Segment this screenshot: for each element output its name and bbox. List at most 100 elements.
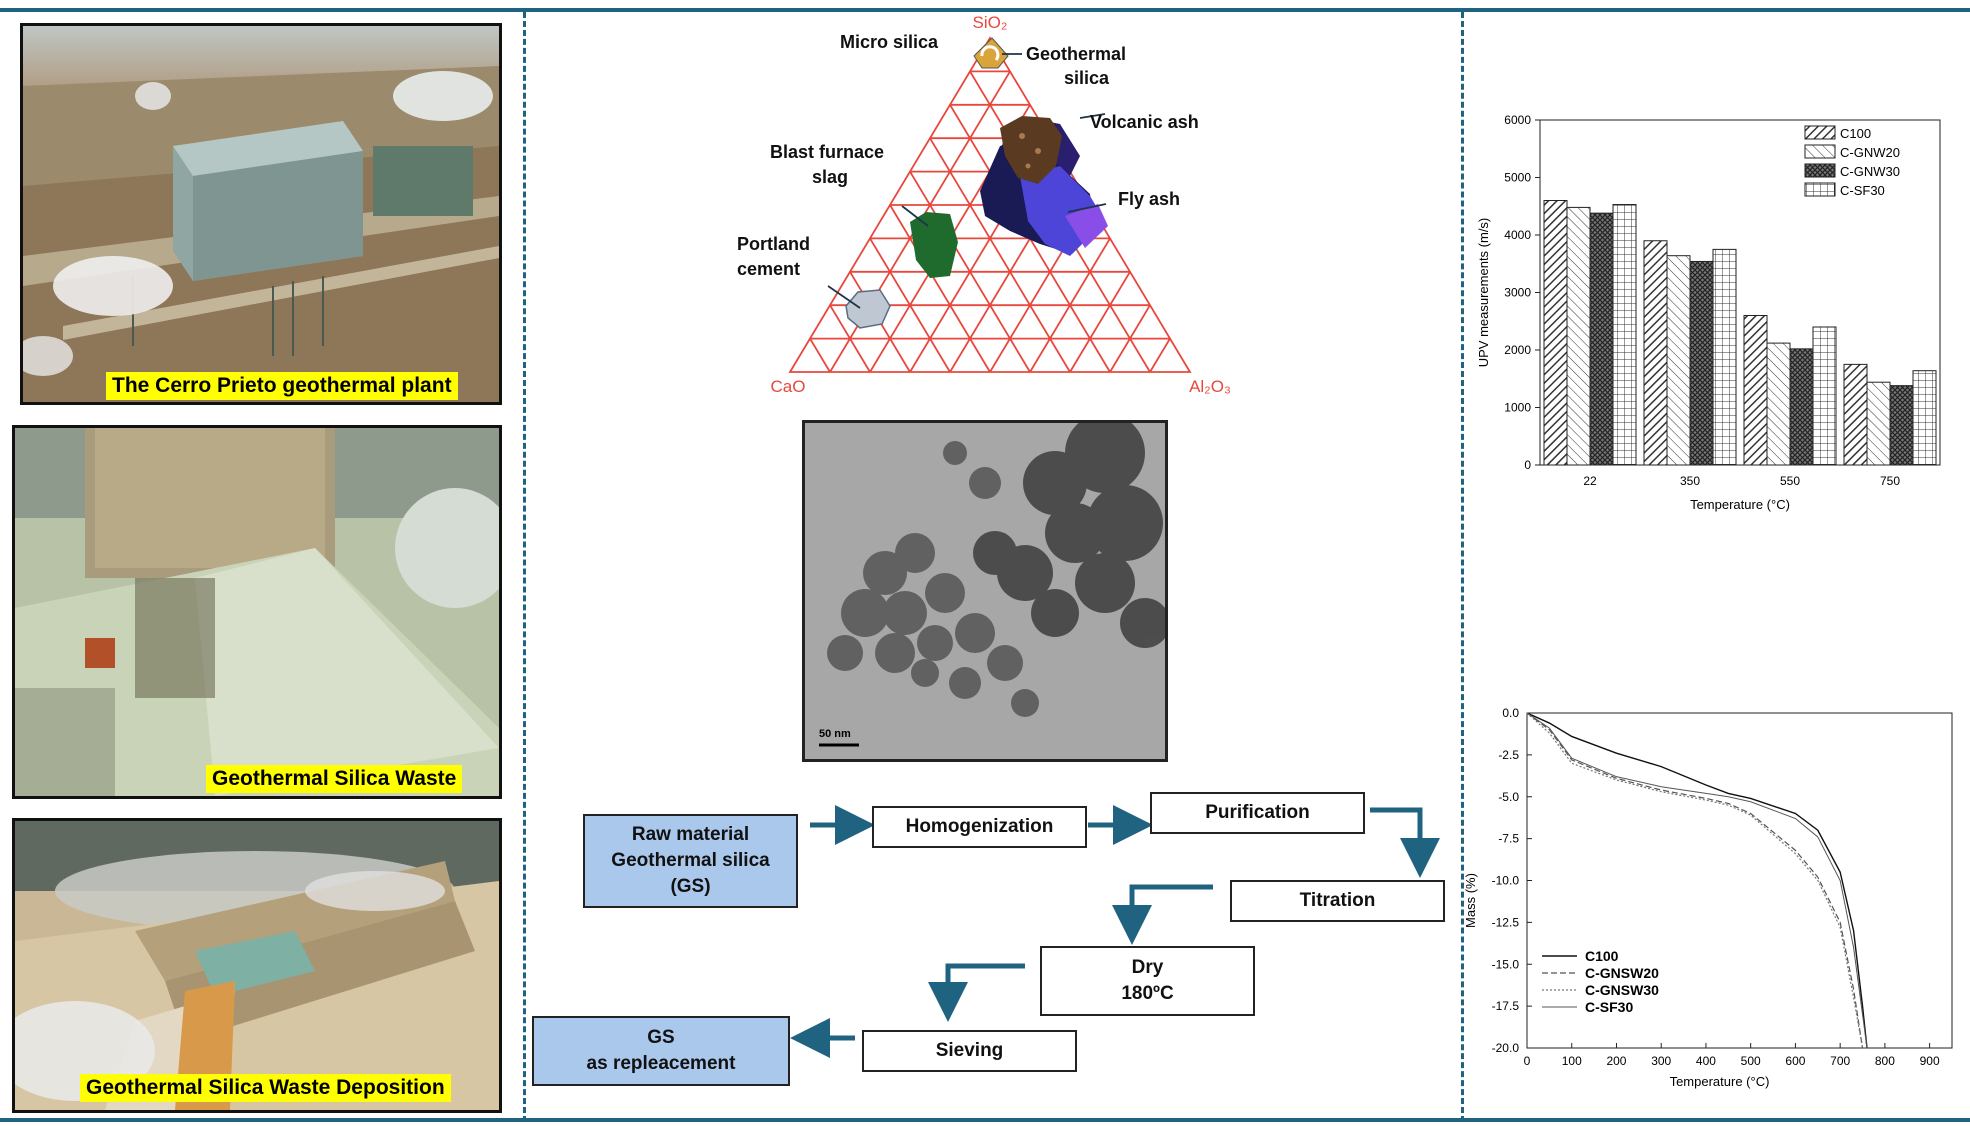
bar-legend-label: C-GNW20 [1840, 145, 1900, 160]
bar-legend-swatch [1804, 144, 1836, 159]
line-y-tick-label: -5.0 [1498, 790, 1519, 804]
process-arrows [790, 805, 1440, 1058]
line-series-c-gnsw30 [1526, 712, 1867, 1049]
line-series-c-sf30 [1526, 712, 1868, 1049]
line-y-tick-label: -15.0 [1492, 957, 1520, 971]
bar-legend-label: C-GNW30 [1840, 164, 1900, 179]
bar-c-sf30 [1712, 248, 1737, 466]
line-x-tick-label: 800 [1875, 1054, 1895, 1068]
gs-line1: GS [647, 1027, 675, 1048]
line-plot-area: 0.0 -2.5 -5.0 -7.5 -10.0 -12.5 -15.0 -17.5 -20.0… [1463, 706, 1953, 1089]
bar-legend-label: C-SF30 [1840, 183, 1885, 198]
line-x-tick-label: 400 [1696, 1054, 1716, 1068]
apex-al2o3-label: Al₂O₃ [1189, 377, 1231, 396]
cerro-prieto-plant-photo [20, 23, 502, 405]
line-legend-label: C-GNSW20 [1585, 965, 1659, 981]
bar-c-gnw20 [1866, 381, 1891, 466]
bar-legend-swatch [1804, 182, 1836, 197]
bar-c-sf30 [1912, 370, 1937, 466]
line-x-tick-label: 100 [1562, 1054, 1582, 1068]
ternary-diagram: SiO₂ CaO Al₂O₃ [771, 16, 1231, 396]
portland-label-line2: cement [737, 259, 801, 279]
blast-furnace-label-line1: Blast furnace [770, 142, 885, 162]
divider-left [523, 12, 526, 1122]
line-x-tick-label: 600 [1785, 1054, 1805, 1068]
geothermal-silica-blob [973, 37, 1009, 69]
divider-right [1461, 12, 1464, 1122]
dry-line2: 180ºC [1121, 983, 1174, 1004]
bar-y-tick-label: 2000 [1504, 343, 1531, 357]
volcanic-ash-blob [1000, 116, 1062, 184]
bar-x-axis-label: Temperature (°C) [1690, 497, 1790, 512]
fly-ash-label: Fly ash [1118, 189, 1181, 209]
bar-x-tick-label: 350 [1680, 474, 1700, 488]
bar-c-gnw20 [1566, 206, 1591, 466]
line-x-tick-label: 700 [1830, 1054, 1850, 1068]
geothermal-silica-label-line1: Geothermal [1026, 44, 1127, 64]
line-legend-label: C100 [1585, 948, 1619, 964]
bar-c-gnw20 [1766, 342, 1791, 466]
micro-silica-blob [980, 45, 1000, 61]
apex-cao-label: CaO [771, 377, 806, 396]
raw-material-line2: Geothermal silica [611, 850, 770, 871]
plant-caption: The Cerro Prieto geothermal plant [106, 372, 458, 400]
bar-c100 [1843, 363, 1868, 466]
waste-caption: Geothermal Silica Waste [206, 765, 463, 793]
bar-c100 [1543, 200, 1568, 466]
bar-c-gnw30 [1589, 212, 1614, 466]
micro-silica-label: Micro silica [840, 32, 939, 52]
tga-line-chart: 0.0 -2.5 -5.0 -7.5 -10.0 -12.5 -15.0 -17.5 -20.0… [1463, 706, 1953, 1089]
line-series-c100 [1526, 712, 1868, 1049]
bar-y-tick-label: 5000 [1504, 171, 1531, 185]
bar-c-sf30 [1612, 204, 1637, 466]
blast-furnace-slag-blob [910, 212, 958, 278]
raw-material-line1: Raw material [631, 824, 750, 845]
bar-c-sf30 [1812, 326, 1837, 466]
line-x-tick-label: 900 [1920, 1054, 1940, 1068]
line-y-tick-label: -12.5 [1492, 915, 1520, 929]
line-x-axis-label: Temperature (°C) [1670, 1074, 1770, 1089]
tem-micrograph: 50 nm [802, 420, 1168, 762]
bar-c100 [1643, 240, 1668, 466]
bar-y-tick-label: 0 [1524, 458, 1531, 472]
ternary-gridline [809, 338, 831, 373]
bar-c-gnw30 [1689, 260, 1714, 466]
ternary-leader-lines [827, 53, 1107, 309]
silica-waste-photo [12, 425, 502, 799]
line-y-tick-label: 0.0 [1502, 706, 1519, 720]
bar-y-tick-label: 3000 [1504, 286, 1531, 300]
bar-legend-label: C100 [1840, 126, 1871, 141]
raw-material-line3: (GS) [670, 876, 711, 897]
bar-c-gnw20 [1666, 255, 1691, 466]
ternary-gridline [889, 204, 991, 373]
line-x-tick-label: 0 [1524, 1054, 1531, 1068]
tem-scale-bar-label: 50 nm [819, 728, 851, 740]
line-y-tick-label: -7.5 [1498, 832, 1519, 846]
dry-line1: Dry [1131, 957, 1164, 978]
line-y-tick-label: -10.0 [1492, 874, 1520, 888]
line-x-tick-label: 200 [1606, 1054, 1626, 1068]
line-y-tick-label: -20.0 [1492, 1041, 1520, 1055]
gs-replacement-box: GS as repleacement [532, 1016, 790, 1086]
bar-y-tick-label: 4000 [1504, 228, 1531, 242]
geothermal-silica-label-line2: silica [1064, 68, 1110, 88]
bar-x-tick-label: 750 [1880, 474, 1900, 488]
gs-line2: as repleacement [586, 1053, 736, 1074]
bar-y-axis-label: UPV measurements (m/s) [1476, 218, 1491, 368]
bottom-border [0, 1118, 1970, 1122]
line-y-tick-label: -2.5 [1498, 748, 1519, 762]
flow-arrows [790, 805, 1440, 1058]
purification-step: Purification [1150, 792, 1365, 834]
dry-step: Dry 180ºC [1040, 946, 1255, 1016]
portland-cement-blob [845, 289, 891, 329]
volcanic-ash-label: Volcanic ash [1090, 112, 1199, 132]
bar-legend-swatch [1804, 163, 1836, 178]
ternary-gridline [1149, 338, 1171, 373]
line-y-tick-label: -17.5 [1492, 999, 1520, 1013]
bar-c-gnw30 [1889, 385, 1914, 466]
line-series-c-gnsw20 [1526, 712, 1867, 1049]
bar-y-tick-label: 1000 [1504, 401, 1531, 415]
bar-c-gnw30 [1789, 348, 1814, 466]
